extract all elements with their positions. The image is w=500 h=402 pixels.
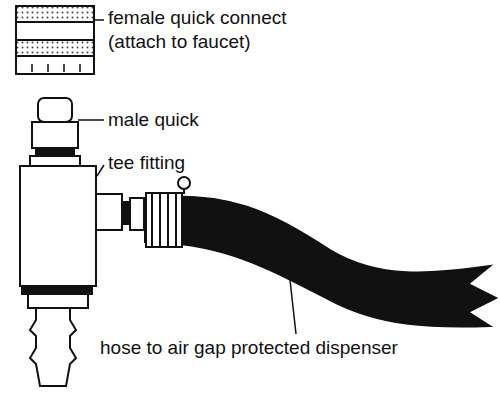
part-label: hose to air gap protected dispenser xyxy=(98,336,400,360)
hose xyxy=(145,177,496,327)
part-label: female quick connect (attach to faucet) xyxy=(106,6,310,54)
leader-lines xyxy=(78,20,296,334)
part-label: tee fitting xyxy=(106,151,187,175)
female-quick-connect xyxy=(16,6,94,74)
part-label: male quick xyxy=(106,108,201,132)
male-quick-connect xyxy=(30,98,80,166)
